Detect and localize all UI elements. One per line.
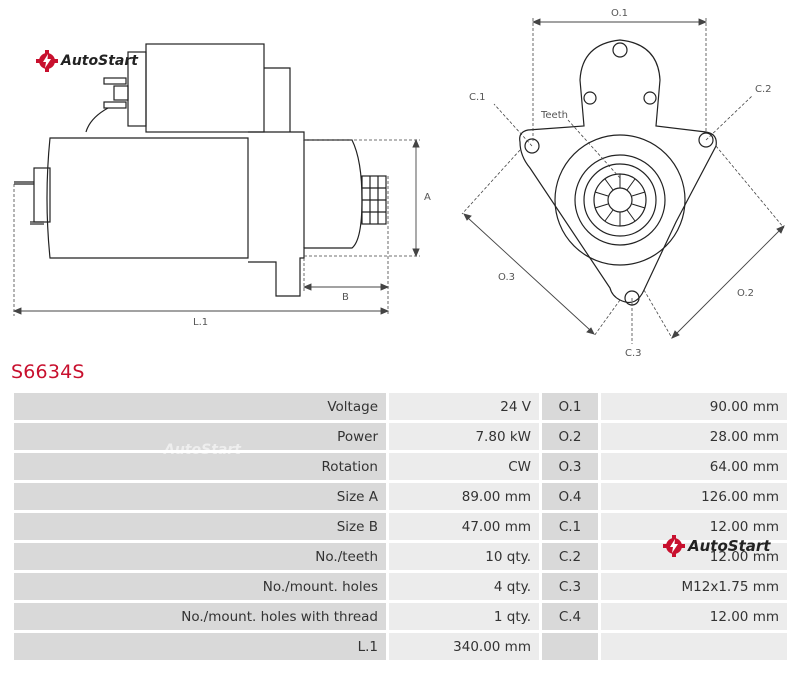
spec-value: 24 V xyxy=(389,393,539,420)
spec-value: CW xyxy=(389,453,539,480)
label-teeth: Teeth xyxy=(540,110,568,121)
dimension-code: C.4 xyxy=(542,603,598,630)
spec-value: 47.00 mm xyxy=(389,513,539,540)
dimension-value: 12.00 mm xyxy=(601,513,787,540)
dimension-value: 12.00 mm xyxy=(601,543,787,570)
dimension-value: M12x1.75 mm xyxy=(601,573,787,600)
side-view-dimensions xyxy=(13,139,420,316)
dimension-label-o2: O.2 xyxy=(737,288,754,299)
dimension-label-b: B xyxy=(342,292,349,303)
dimension-code xyxy=(542,633,598,660)
dimension-code: C.3 xyxy=(542,573,598,600)
spec-label: No./teeth xyxy=(14,543,386,570)
dimension-value: 126.00 mm xyxy=(601,483,787,510)
spec-label: Power xyxy=(14,423,386,450)
spec-value: 89.00 mm xyxy=(389,483,539,510)
dimension-code: O.2 xyxy=(542,423,598,450)
dimension-label-o1: O.1 xyxy=(611,8,628,19)
spec-value: 10 qty. xyxy=(389,543,539,570)
dimension-value: 90.00 mm xyxy=(601,393,787,420)
spec-label: Voltage xyxy=(14,393,386,420)
dimension-label-c3: C.3 xyxy=(625,348,642,359)
dimension-label-a: A xyxy=(424,192,431,203)
dimension-label-l1: L.1 xyxy=(193,317,208,328)
spec-value: 340.00 mm xyxy=(389,633,539,660)
dimension-value: 28.00 mm xyxy=(601,423,787,450)
dimension-code: O.1 xyxy=(542,393,598,420)
dimension-label-o3: O.3 xyxy=(498,272,515,283)
side-view-dimension-lines xyxy=(12,138,420,315)
part-number-title: S6634S xyxy=(11,361,85,383)
brand-name: AutoStart xyxy=(688,537,771,555)
gear-bolt-icon xyxy=(663,535,685,557)
spec-value: 1 qty. xyxy=(389,603,539,630)
dimension-code: O.4 xyxy=(542,483,598,510)
front-view-dimension-lines xyxy=(463,18,785,339)
dimension-label-c2: C.2 xyxy=(755,84,772,95)
spec-label: No./mount. holes xyxy=(14,573,386,600)
brand-name: AutoStart xyxy=(61,53,138,69)
brand-logo-overlay: AutoStart xyxy=(663,535,770,557)
brand-logo: AutoStart xyxy=(36,50,138,72)
spec-label: Rotation xyxy=(14,453,386,480)
technical-drawing: A B L.1 xyxy=(12,8,785,359)
front-view-dimensions xyxy=(461,18,785,344)
spec-value: 4 qty. xyxy=(389,573,539,600)
dimension-code: O.3 xyxy=(542,453,598,480)
side-view-drawing xyxy=(14,43,387,297)
spec-label: No./mount. holes with thread xyxy=(14,603,386,630)
gear-bolt-icon xyxy=(36,50,58,72)
dimension-value xyxy=(601,633,787,660)
front-view-drawing xyxy=(519,39,717,306)
spec-label: Size A xyxy=(14,483,386,510)
dimension-value: 12.00 mm xyxy=(601,603,787,630)
dimension-code: C.1 xyxy=(542,513,598,540)
dimension-label-c1: C.1 xyxy=(469,92,486,103)
dimension-code: C.2 xyxy=(542,543,598,570)
spec-value: 7.80 kW xyxy=(389,423,539,450)
spec-label: Size B xyxy=(14,513,386,540)
dimension-value: 64.00 mm xyxy=(601,453,787,480)
spec-label: L.1 xyxy=(14,633,386,660)
